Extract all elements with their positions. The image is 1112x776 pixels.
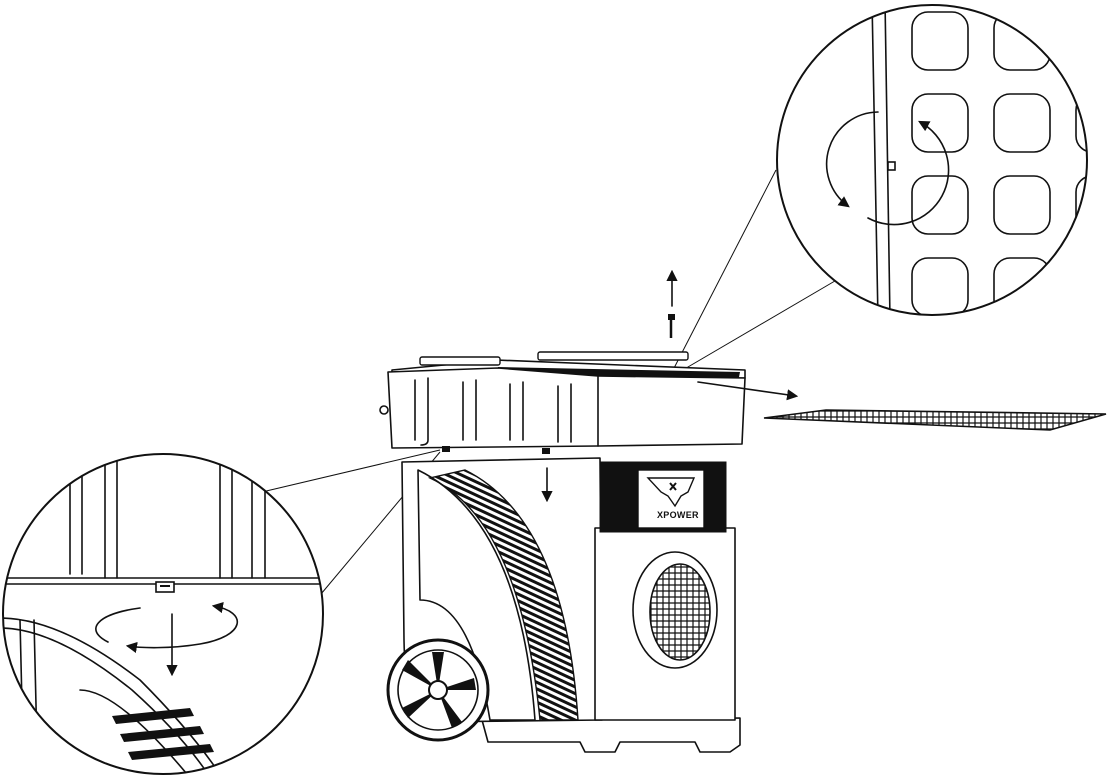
filter-slide-out-arrow (697, 381, 799, 401)
brand-label: XPOWER (657, 510, 699, 520)
counter-rotate-arrow-icon (125, 602, 239, 653)
filter-housing-wall (387, 367, 746, 449)
housing-ribs (414, 377, 572, 446)
front-grille (649, 563, 711, 661)
dehumidifier-unit: XPOWER (379, 351, 746, 753)
filter-housing-top-slot (419, 356, 501, 366)
top-detail-callout (776, 4, 1088, 316)
removed-screw-icon (668, 314, 675, 338)
top-callout-leader-lines (671, 169, 841, 375)
unit-base (481, 717, 741, 753)
bottom-detail-callout (2, 453, 324, 775)
x-logo-icon (646, 477, 696, 508)
screw-left (442, 446, 450, 452)
removed-filter-mesh (763, 409, 1107, 431)
wheel-spokes (402, 652, 476, 728)
unit-curved-panel (417, 469, 536, 721)
wheel-hub (428, 680, 448, 700)
rotate-arrow-icon (867, 120, 950, 226)
ribbed-vent (427, 469, 579, 721)
screw-right (542, 448, 550, 454)
side-knob (379, 405, 389, 415)
detail-screw (887, 161, 896, 171)
